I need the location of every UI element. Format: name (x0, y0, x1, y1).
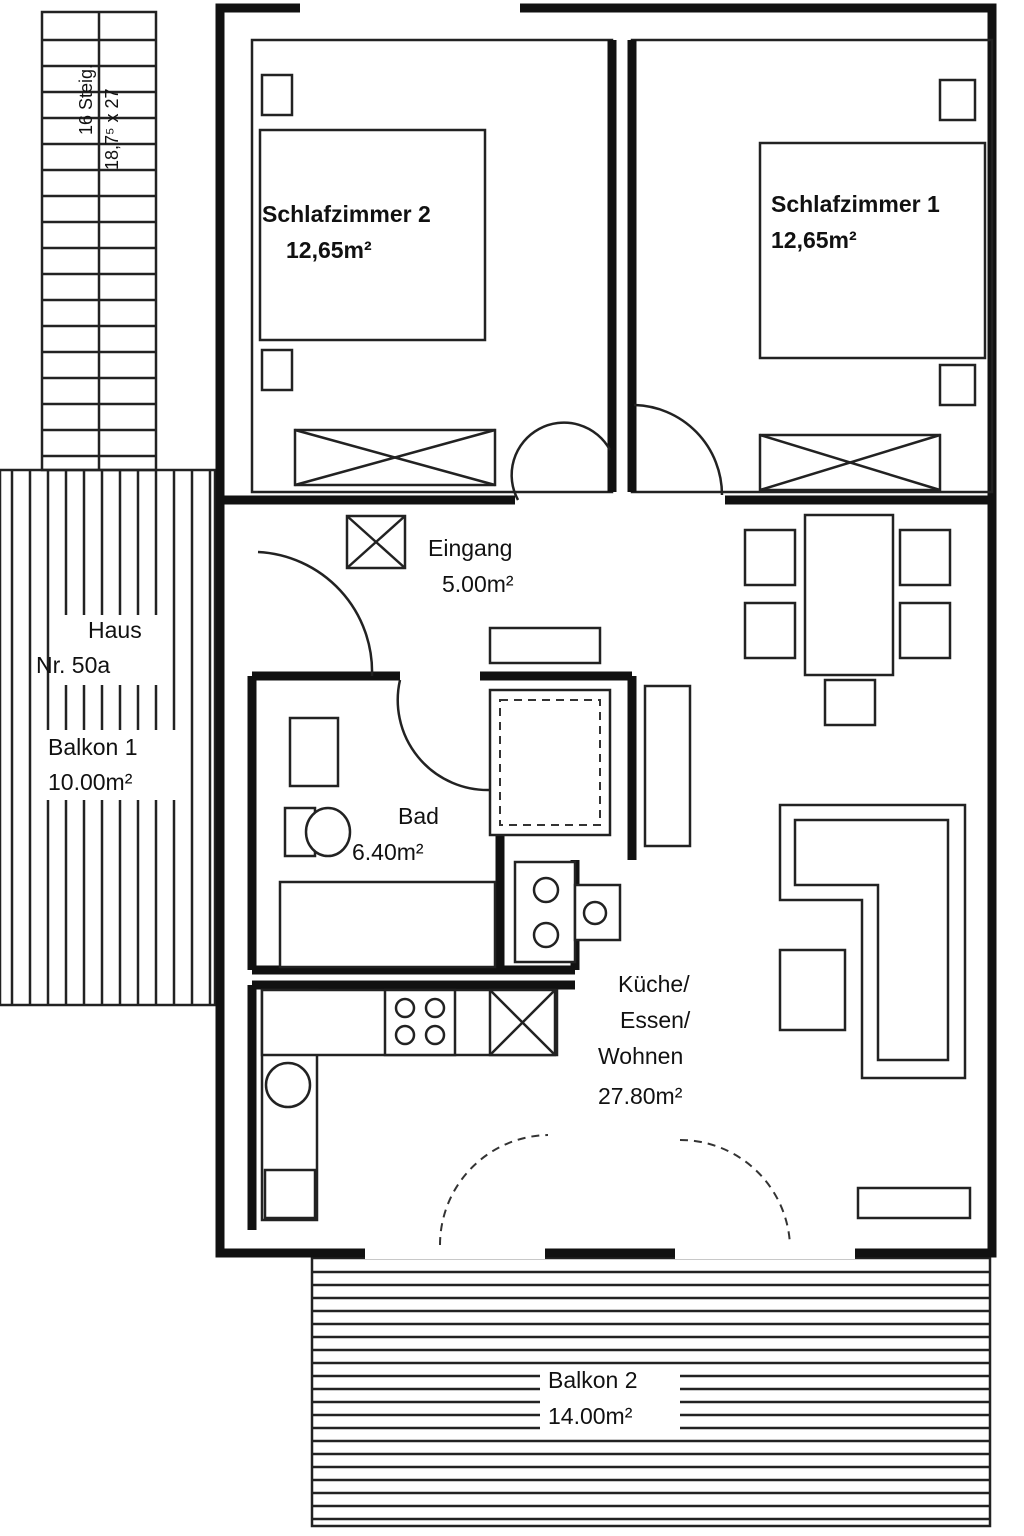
room-name: Eingang (428, 535, 512, 561)
nightstand (938, 363, 977, 407)
armchair (778, 948, 847, 1032)
stove (383, 988, 457, 1057)
room-name: Bad (398, 803, 439, 829)
room-area: 27.80m² (598, 1083, 683, 1109)
chair (823, 678, 877, 727)
balcony-2-area: 14.00m² (548, 1403, 633, 1429)
schlafzimmer-2: Schlafzimmer 2 12,65m² (258, 73, 497, 487)
bad: Bad 6.40m² (278, 688, 612, 969)
stairs-steps-label: 16 Steig. (76, 64, 96, 135)
chair (898, 528, 952, 587)
sofa (778, 803, 967, 1080)
room-name: Schlafzimmer 1 (771, 191, 940, 217)
room-name-line1: Küche/ (618, 971, 690, 997)
balcony-2: Balkon 2 14.00m² (310, 1256, 992, 1528)
balcony-1-area: 10.00m² (48, 769, 133, 795)
low-cabinet (856, 1186, 972, 1220)
balcony-1: Haus Nr. 50a Balkon 1 10.00m² (0, 468, 217, 1007)
room-area: 5.00m² (442, 571, 514, 597)
house-number-label: Nr. 50a (36, 652, 110, 678)
nightstand (938, 78, 977, 122)
schlafzimmer-1: Schlafzimmer 1 12,65m² (758, 78, 987, 492)
shower (488, 688, 612, 837)
stairs-dimension-label: 18,7⁵ x 27 (102, 88, 122, 170)
sink (288, 716, 340, 788)
chair (898, 601, 952, 660)
room-area: 6.40m² (352, 839, 424, 865)
eingang: Eingang 5.00m² (345, 514, 602, 665)
bed (258, 128, 487, 342)
doors (257, 403, 791, 1246)
house-label: Haus (88, 617, 142, 643)
room-name-line3: Wohnen (598, 1043, 683, 1069)
chair (743, 528, 797, 587)
balcony-1-name: Balkon 1 (48, 734, 138, 760)
nightstand (260, 73, 294, 117)
bathtub (278, 880, 497, 969)
staircase: 16 Steig. 18,7⁵ x 27 (40, 10, 158, 472)
room-name-line2: Essen/ (620, 1007, 691, 1033)
room-name: Schlafzimmer 2 (262, 201, 431, 227)
room-area: 12,65m² (771, 227, 857, 253)
kueche-essen-wohnen: Küche/ Essen/ Wohnen 27.80m² (260, 513, 972, 1222)
nightstand (260, 348, 294, 392)
sideboard (643, 684, 692, 848)
chair (743, 601, 797, 660)
dining-table (803, 513, 895, 677)
room-area: 12,65m² (286, 237, 372, 263)
balcony-2-name: Balkon 2 (548, 1367, 638, 1393)
